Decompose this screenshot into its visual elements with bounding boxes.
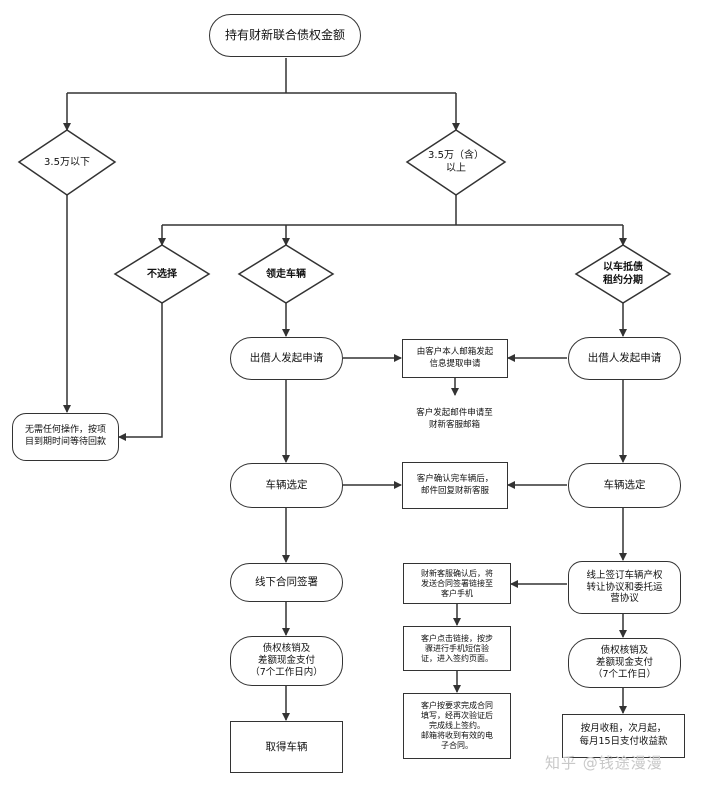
complete-contract-node: 客户按要求完成合同 填写，经再次验证后 完成线上签约。 邮箱将收到有效的电 子合…	[403, 693, 511, 759]
pickup-node: 取得车辆	[230, 721, 343, 773]
label-opt-lease: 以车抵债 租约分期	[603, 262, 643, 286]
email-send-node: 客户发起邮件申请至 财新客服邮箱	[393, 396, 516, 443]
no-action-node: 无需任何操作，按项 目到期时间等待回款	[12, 413, 119, 461]
confirm-vehicle-node: 客户确认完车辆后， 邮件回复财新客服	[402, 462, 508, 509]
decision-opt-lease	[574, 244, 672, 304]
label-below-threshold: 3.5万以下	[44, 156, 90, 168]
apply-right-node: 出借人发起申请	[568, 337, 681, 380]
email-request-node: 由客户本人邮箱发起 信息提取申请	[402, 339, 508, 378]
service-link-node: 财新客服确认后，将 发送合同签署链接至 客户手机	[403, 563, 511, 604]
label-above-threshold: 3.5万（含） 以上	[428, 150, 484, 174]
settle-right-node: 债权核销及 差额现金支付 （7个工作日）	[568, 638, 681, 688]
offline-sign-node: 线下合同签署	[230, 563, 343, 602]
select-left-node: 车辆选定	[230, 463, 343, 508]
decision-opt-take	[237, 244, 335, 304]
select-right-node: 车辆选定	[568, 463, 681, 508]
online-sign-node: 线上签订车辆产权 转让协议和委托运 营协议	[568, 561, 681, 614]
decision-below-threshold	[17, 129, 117, 196]
watermark-text: 知乎 @钱途漫漫	[545, 754, 663, 772]
click-link-node: 客户点击链接，按步 骤进行手机短信验 证，进入签约页面。	[403, 626, 511, 671]
settle-left-node: 债权核销及 差额现金支付 （7个工作日内）	[230, 636, 343, 686]
decision-opt-none	[113, 244, 211, 304]
decision-above-threshold	[405, 129, 507, 196]
monthly-rent-node: 按月收租，次月起， 每月15日支付收益款	[562, 714, 685, 758]
label-opt-none: 不选择	[147, 268, 177, 280]
label-opt-take: 领走车辆	[266, 268, 306, 280]
root-node: 持有财新联合债权金额	[209, 14, 361, 57]
apply-left-node: 出借人发起申请	[230, 337, 343, 380]
